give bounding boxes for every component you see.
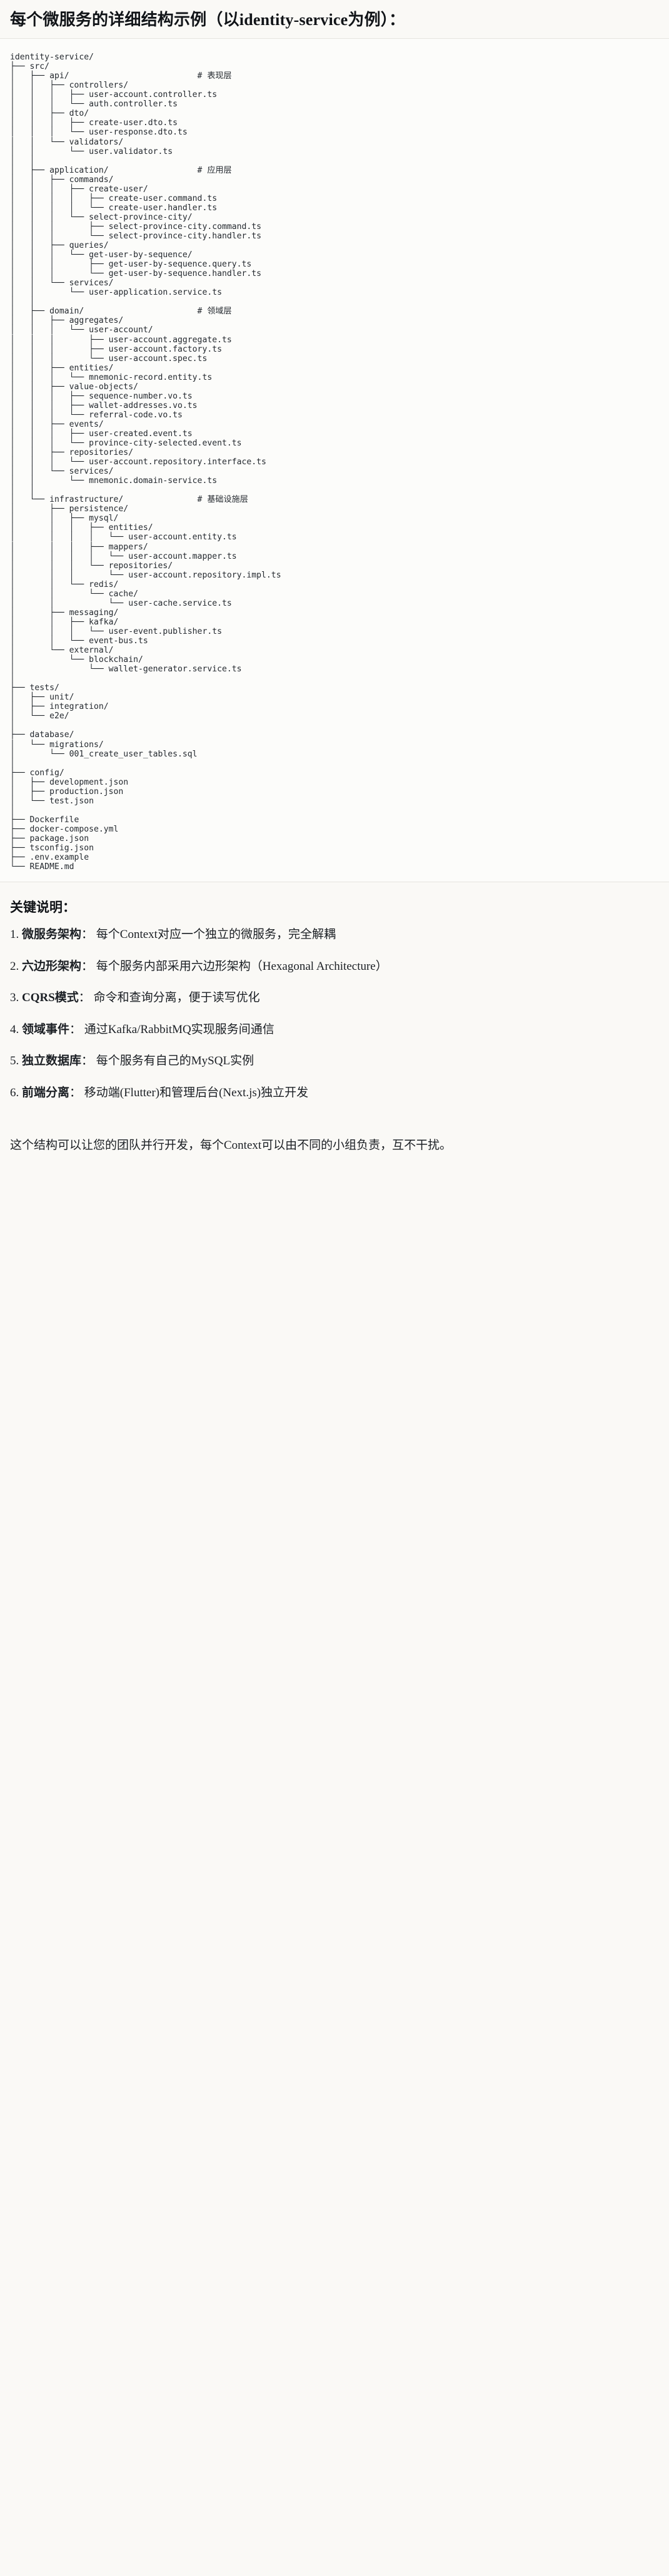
note-item: 2. 六边形架构： 每个服务内部采用六边形架构（Hexagonal Archit… xyxy=(10,958,659,976)
title-divider xyxy=(0,38,669,39)
note-description: 每个服务内部采用六边形架构（Hexagonal Architecture） xyxy=(96,959,388,973)
note-separator: ： xyxy=(81,959,94,973)
note-description: 命令和查询分离，便于读写优化 xyxy=(93,991,260,1005)
key-notes-section: 关键说明： 1. 微服务架构： 每个Context对应一个独立的微服务，完全解耦… xyxy=(0,882,669,1121)
note-separator: ： xyxy=(78,991,91,1005)
note-number: 1. xyxy=(10,928,19,942)
note-separator: ： xyxy=(81,1054,94,1068)
note-number: 4. xyxy=(10,1022,19,1036)
closing-paragraph: 这个结构可以让您的团队并行开发，每个Context可以由不同的小组负责，互不干扰… xyxy=(10,1139,452,1153)
note-description: 移动端(Flutter)和管理后台(Next.js)独立开发 xyxy=(84,1086,309,1099)
note-item: 3. CQRS模式： 命令和查询分离，便于读写优化 xyxy=(10,989,659,1007)
note-separator: ： xyxy=(69,1086,82,1099)
note-number: 5. xyxy=(10,1054,19,1068)
directory-tree-codeblock: identity-service/ ├── src/ │ ├── api/ # … xyxy=(0,39,669,882)
note-item: 4. 领域事件： 通过Kafka/RabbitMQ实现服务间通信 xyxy=(10,1021,659,1039)
note-term: 六边形架构 xyxy=(22,959,82,973)
note-separator: ： xyxy=(81,928,94,942)
key-notes-heading: 关键说明： xyxy=(10,900,76,915)
note-item: 6. 前端分离： 移动端(Flutter)和管理后台(Next.js)独立开发 xyxy=(10,1084,659,1102)
note-description: 每个服务有自己的MySQL实例 xyxy=(96,1054,254,1068)
note-description: 通过Kafka/RabbitMQ实现服务间通信 xyxy=(84,1022,274,1036)
note-separator: ： xyxy=(69,1022,82,1036)
note-number: 3. xyxy=(10,991,19,1005)
note-term: 微服务架构 xyxy=(22,928,82,942)
note-term: CQRS模式 xyxy=(22,991,79,1005)
note-term: 前端分离 xyxy=(22,1086,70,1099)
note-term: 独立数据库 xyxy=(22,1054,82,1068)
page-title: 每个微服务的详细结构示例（以identity-service为例）： xyxy=(10,11,406,29)
note-term: 领域事件 xyxy=(22,1022,70,1036)
note-item: 5. 独立数据库： 每个服务有自己的MySQL实例 xyxy=(10,1052,659,1071)
note-item: 1. 微服务架构： 每个Context对应一个独立的微服务，完全解耦 xyxy=(10,926,659,944)
note-number: 2. xyxy=(10,959,19,973)
note-description: 每个Context对应一个独立的微服务，完全解耦 xyxy=(96,928,336,942)
note-number: 6. xyxy=(10,1086,19,1099)
